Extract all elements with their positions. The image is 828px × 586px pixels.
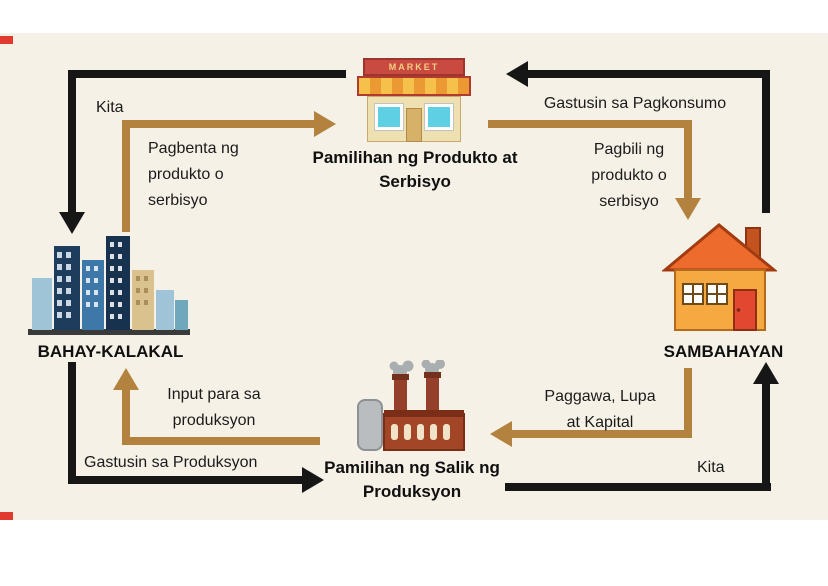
arrow-shaft	[684, 368, 692, 438]
arrow-shaft	[488, 120, 690, 128]
market-sign-text: MARKET	[388, 62, 440, 72]
label-firms: BAHAY-KALAKAL	[37, 342, 184, 361]
product-market-icon: MARKET	[355, 58, 473, 144]
label-production-inputs: Input para sa produksyon	[167, 386, 261, 429]
arrow-shaft	[505, 483, 771, 491]
arrow-head-left-icon	[506, 61, 528, 87]
arrow-shaft	[68, 70, 346, 78]
arrow-head-right-icon	[302, 467, 324, 493]
arrow-shaft	[762, 70, 770, 213]
label-buying-products: Pagbili ng produkto o serbisyo	[591, 141, 667, 210]
arrow-shaft	[126, 437, 320, 445]
arrow-head-up-icon	[113, 368, 139, 390]
edge-artifact-top	[0, 36, 13, 44]
arrow-shaft	[122, 120, 314, 128]
label-factor-market: Pamilihan ng Salik ng Produksyon	[324, 458, 500, 501]
market-window-right	[425, 104, 453, 130]
label-selling-products: Pagbenta ng produkto o serbisyo	[148, 140, 239, 209]
arrow-shaft	[684, 120, 692, 198]
arrow-shaft	[68, 362, 76, 478]
arrow-head-down-icon	[675, 198, 701, 220]
arrow-head-right-icon	[314, 111, 336, 137]
arrow-shaft	[528, 70, 770, 78]
firms-buildings-icon	[28, 236, 190, 335]
market-awning	[357, 76, 471, 96]
arrow-head-up-icon	[753, 362, 779, 384]
arrow-head-down-icon	[59, 212, 85, 234]
arrow-shaft	[122, 390, 130, 445]
market-window-left	[375, 104, 403, 130]
label-households: SAMBAHAYAN	[663, 342, 784, 361]
arrow-shaft	[68, 70, 76, 212]
label-kita-households: Kita	[697, 459, 725, 476]
edge-artifact-bottom	[0, 512, 13, 520]
market-door	[406, 108, 422, 142]
label-kita-firms: Kita	[96, 99, 124, 116]
market-sign: MARKET	[363, 58, 465, 76]
label-consumption-spending: Gastusin sa Pagkonsumo	[543, 95, 727, 112]
household-house-icon	[662, 223, 777, 331]
factor-market-factory-icon	[357, 360, 465, 451]
label-production-spending: Gastusin sa Produksyon	[84, 454, 258, 471]
arrow-shaft	[68, 476, 302, 484]
arrow-shaft	[762, 384, 770, 483]
label-factor-services: Paggawa, Lupa at Kapital	[544, 388, 656, 431]
arrow-shaft	[122, 120, 130, 232]
label-product-market: Pamilihan ng Produkto at Serbisyo	[312, 148, 518, 191]
arrow-head-left-icon	[490, 421, 512, 447]
arrow-shaft	[512, 430, 692, 438]
